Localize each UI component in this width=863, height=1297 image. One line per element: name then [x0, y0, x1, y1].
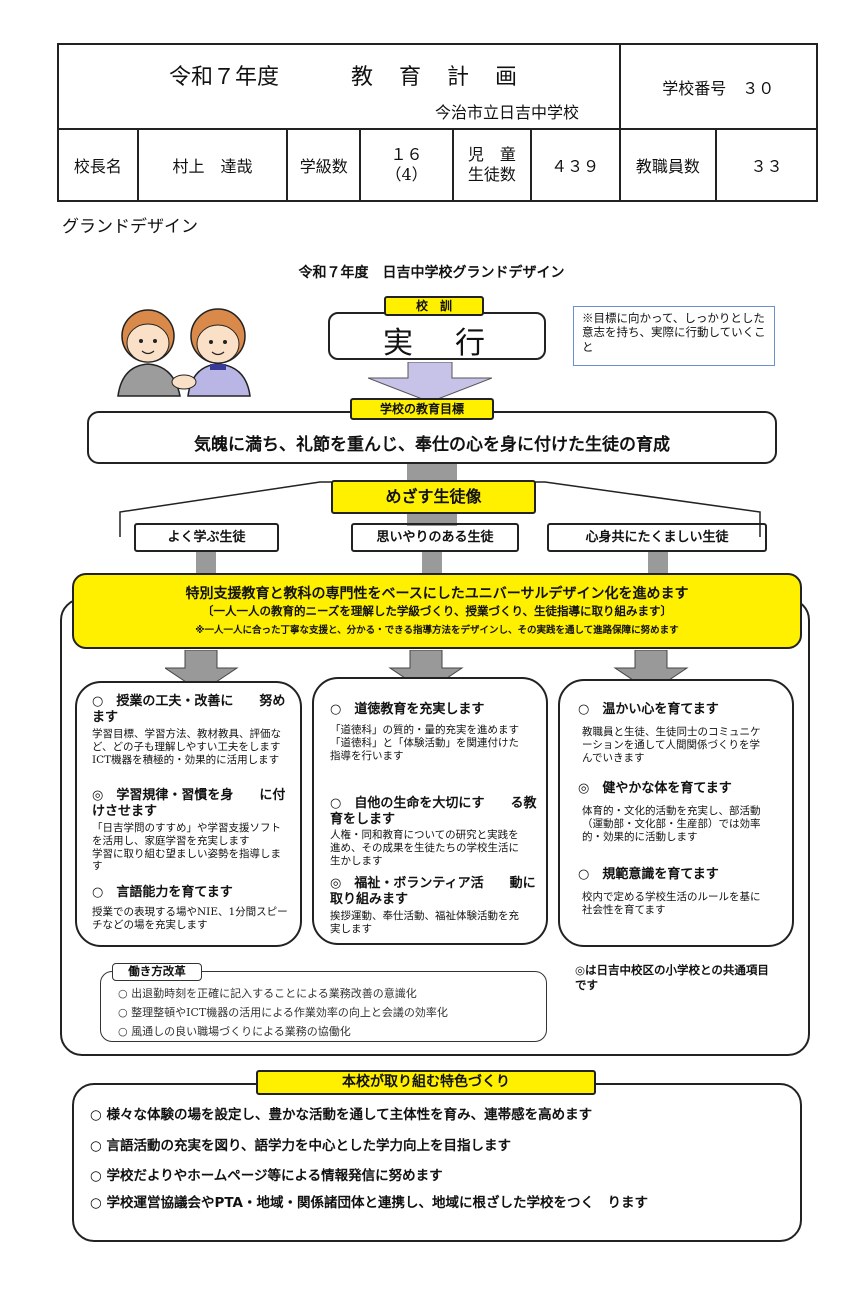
year-title: 令和７年度 — [169, 65, 280, 90]
motto: 実 行 — [383, 326, 491, 361]
col1-text-3: 授業での表現する場やNIE、1分間スピーチなどの場を充実します — [92, 906, 288, 931]
students-illustration-icon — [117, 308, 251, 397]
features-label: 本校が取り組む特色づくり — [256, 1070, 596, 1095]
col2-heading-3: ◎ 福祉・ボランティア活 動に取り組みます — [330, 876, 536, 908]
col1-text-1: 学習目標、学習方法、教材教具、評価など、どの子も理解しやすい工夫をします ICT… — [92, 728, 281, 766]
col2-text-1: 「道徳科」の質的・量的充実を進めます 「道徳科」と「体験活動」を関連付けた指導を… — [330, 724, 519, 762]
col1-heading-1: ○ 授業の工夫・改善に 努めます — [92, 694, 286, 726]
goal-label: 学校の教育目標 — [350, 398, 494, 420]
col2-text-3: 挨拶運動、奉仕活動、福祉体験活動を充実します — [330, 910, 519, 935]
principal-label: 校長名 — [57, 128, 139, 202]
feature-2: ○ 言語活動の充実を図り、語学力を中心とした学力向上を目指します — [90, 1138, 511, 1154]
work-reform-label: 働き方改革 — [112, 963, 202, 981]
policy-line-1: 特別支援教育と教科の専門性をベースにしたユニバーサルデザイン化を進めます — [185, 586, 689, 602]
school-number: 学校番号 ３０ — [618, 43, 819, 130]
policy-line-2: 〔一人一人の教育的ニーズを理解した学級づくり、授業づくり、生徒指導に取り組みます… — [202, 604, 672, 618]
policy-line-3: ※一人一人に合った丁寧な支援と、分かる・できる指導方法をデザインし、その実践を通… — [195, 625, 679, 636]
ideal-1: よく学ぶ生徒 — [134, 523, 279, 552]
classes-label: 学級数 — [286, 128, 362, 202]
col2-heading-1: ○ 道徳教育を充実します — [330, 702, 485, 717]
principal-name: 村上 達哉 — [136, 128, 289, 202]
common-note: ◎は日吉中校区の小学校との共通項目です — [575, 963, 769, 992]
plan-title: 教 育 計 画 — [351, 65, 520, 90]
staff-value: ３３ — [715, 128, 818, 202]
feature-3: ○ 学校だよりやホームページ等による情報発信に努めます — [90, 1168, 443, 1184]
policy-box — [72, 573, 802, 649]
students-label-2: 生徒数 — [467, 165, 516, 184]
ideal-label: めざす生徒像 — [331, 480, 536, 514]
section-title: グランドデザイン — [62, 217, 198, 237]
col3-heading-3: ○ 規範意識を育てます — [578, 867, 719, 882]
col3-text-2: 体育的・文化的活動を充実し、部活動（運動部・文化部・生産部）では効率的・効果的に… — [582, 805, 761, 843]
students-label-1: 児 童 — [467, 145, 516, 164]
goal: 気魄に満ち、礼節を重んじ、奉仕の心を身に付けた生徒の育成 — [194, 435, 670, 455]
plan-title-cell: 令和７年度 教 育 計 画 今治市立日吉中学校 — [57, 43, 621, 130]
header-table: 令和７年度 教 育 計 画 今治市立日吉中学校 学校番号 ３０ 校長名 村上 達… — [57, 43, 819, 202]
work-item-1: ○ 出退勤時刻を正確に記入することによる業務改善の意識化 — [118, 987, 417, 1000]
down-arrow-icon — [368, 362, 492, 402]
ideal-2: 思いやりのある生徒 — [351, 523, 519, 552]
col1-heading-2: ◎ 学習規律・習慣を身 に付けさせます — [92, 788, 286, 820]
school-name: 今治市立日吉中学校 — [435, 103, 580, 122]
col2-text-2: 人権・同和教育についての研究と実践を進め、その成果を生徒たちの学校生活に生かしま… — [330, 829, 519, 867]
col3-heading-1: ○ 温かい心を育てます — [578, 702, 719, 717]
motto-note: ※目標に向かって、しっかりとした意志を持ち、実際に行動していくこと — [573, 306, 775, 366]
motto-label: 校 訓 — [384, 296, 484, 316]
classes-count: １６ — [390, 145, 423, 164]
feature-1: ○ 様々な体験の場を設定し、豊かな活動を通して主体性を育み、連帯感を高めます — [90, 1107, 593, 1123]
col3-heading-2: ◎ 健やかな体を育てます — [578, 781, 732, 796]
work-item-3: ○ 風通しの良い職場づくりによる業務の協働化 — [118, 1025, 351, 1038]
col3-text-3: 校内で定める学校生活のルールを基に社会性を育てます — [582, 891, 761, 916]
column-learning — [75, 681, 302, 947]
students-label: 児 童 生徒数 — [451, 128, 532, 202]
gd-title: 令和７年度 日吉中学校グランドデザイン — [298, 265, 565, 281]
ideal-3: 心身共にたくましい生徒 — [547, 523, 767, 552]
col1-text-2: 「日吉学問のすすめ」や学習支援ソフトを活用し、家庭学習を充実します 学習に取り組… — [92, 822, 281, 873]
col1-heading-3: ○ 言語能力を育てます — [92, 885, 233, 900]
classes-special: （4） — [385, 165, 428, 184]
staff-label: 教職員数 — [618, 128, 718, 202]
motto-box — [328, 312, 546, 360]
classes-value: １６ （4） — [359, 128, 454, 202]
column-kindness — [312, 677, 548, 945]
work-reform-box — [100, 971, 547, 1042]
feature-4: ○ 学校運営協議会やPTA・地域・関係諸団体と連携し、地域に根ざした学校をつく … — [90, 1195, 648, 1211]
work-item-2: ○ 整理整頓やICT機器の活用による作業効率の向上と会議の効率化 — [118, 1006, 448, 1019]
students-value: ４３９ — [529, 128, 621, 202]
col3-text-1: 教職員と生徒、生徒同士のコミュニケーションを通して人間関係づくりを学んでいきます — [582, 726, 761, 764]
col2-heading-2: ○ 自他の生命を大切にす る教育をします — [330, 796, 537, 828]
column-health — [558, 679, 794, 947]
